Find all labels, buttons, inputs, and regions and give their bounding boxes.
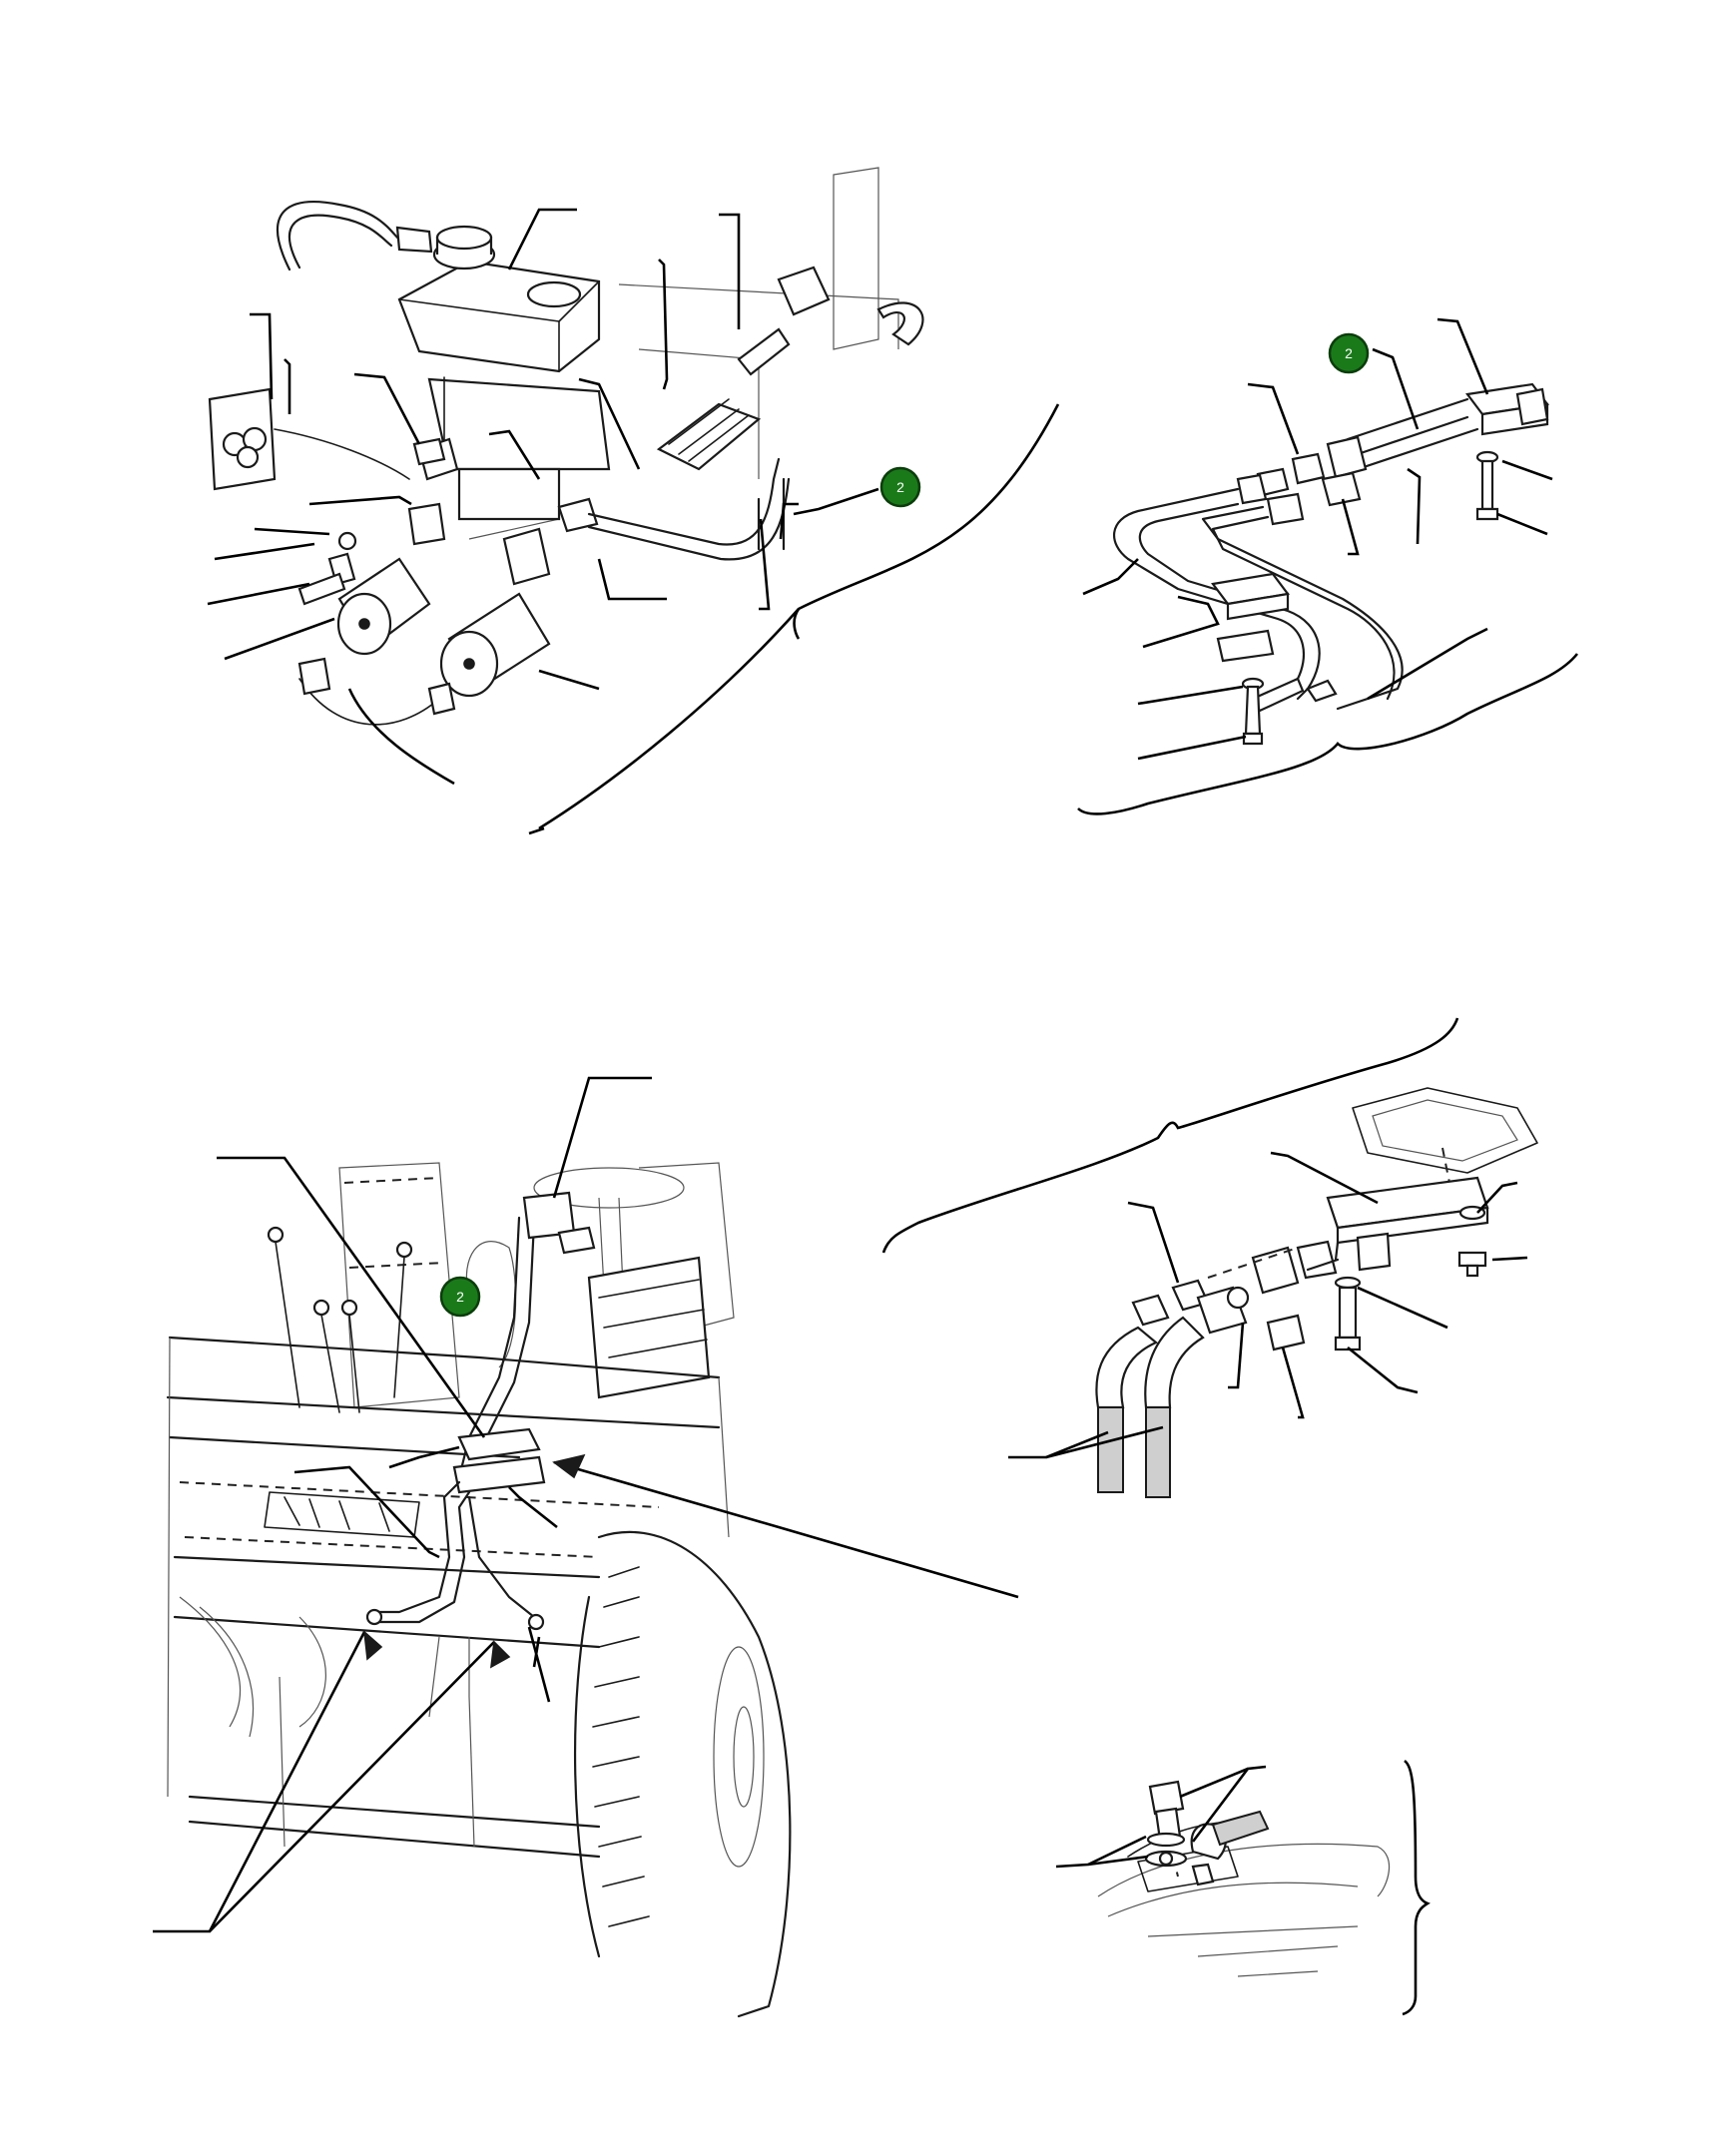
callout-top-left-label: 2 [896, 479, 904, 495]
callout-bottom-left[interactable] [439, 1276, 481, 1318]
view-vehicle-location: 2 [153, 1076, 1019, 2018]
fluid-reservoir [397, 260, 601, 373]
view-junction-block: 2 [1077, 317, 1579, 815]
view-pressure-switch [881, 1017, 1538, 1498]
callout-top-right-label: 2 [1345, 345, 1353, 361]
view-master-cylinder-assembly: 2 [207, 167, 1060, 835]
view-axle-bolt [1055, 1759, 1431, 2016]
callout-bottom-left-label: 2 [456, 1289, 464, 1305]
callout-top-right[interactable] [1328, 332, 1370, 374]
callout-top-left[interactable] [879, 466, 921, 508]
